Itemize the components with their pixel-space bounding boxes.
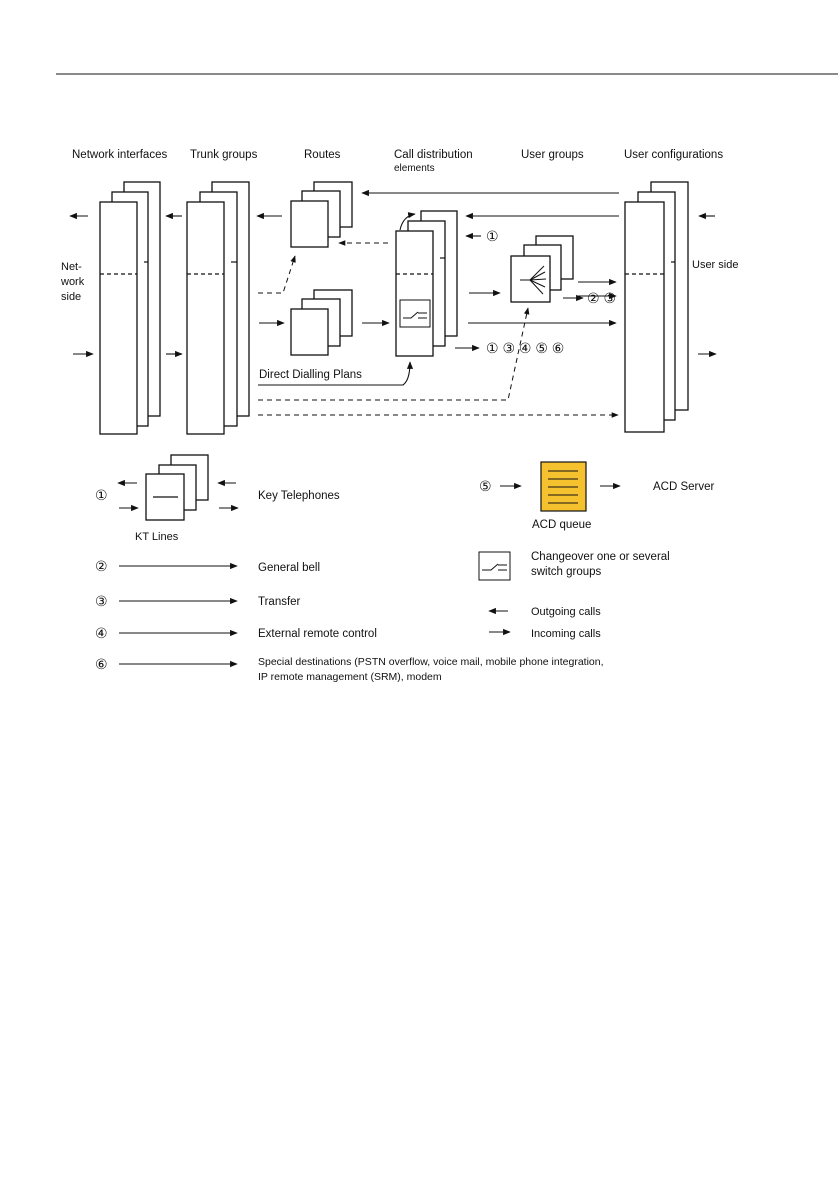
routes-stack-top	[290, 181, 353, 248]
header-user-configurations: User configurations	[624, 149, 723, 161]
user-group-targets-label: ② ③	[587, 290, 616, 306]
header-call-distribution: Call distribution	[394, 149, 473, 161]
arrow-direct-dialling-plans	[258, 361, 414, 386]
call-distribution-stack	[395, 210, 458, 357]
transfer-label: Transfer	[258, 596, 301, 608]
acd-queue-icon	[540, 461, 587, 512]
target-one-label: ①	[486, 228, 499, 244]
header-user-groups: User groups	[521, 149, 584, 161]
transfer-marker: ③	[95, 593, 108, 609]
network-side-label-1: Net-	[61, 261, 82, 273]
trunk-groups-stack	[186, 181, 250, 435]
changeover-icon	[478, 551, 511, 581]
general-bell-label: General bell	[258, 562, 320, 574]
header-call-distribution-elements: elements	[394, 163, 435, 174]
special-destinations-label-2: IP remote management (SRM), modem	[258, 671, 442, 683]
user-group-distribution-symbol	[520, 265, 547, 295]
user-groups-stack	[510, 235, 574, 303]
general-bell-marker: ②	[95, 558, 108, 574]
switch-group-symbol	[399, 299, 431, 328]
user-configurations-stack	[624, 181, 689, 433]
special-destinations-marker: ⑥	[95, 656, 108, 672]
header-routes: Routes	[304, 149, 341, 161]
routes-stack-bottom	[290, 289, 353, 356]
kt-marker: ①	[95, 487, 108, 503]
kt-lines-stack	[145, 454, 209, 521]
acd-server-label: ACD Server	[653, 481, 715, 493]
user-side-label: User side	[692, 259, 738, 271]
network-interfaces-stack	[99, 181, 161, 435]
call-distribution-targets-label: ① ③ ④ ⑤ ⑥	[486, 340, 564, 356]
acd-marker: ⑤	[479, 478, 492, 494]
changeover-label-2: switch groups	[531, 566, 602, 578]
external-remote-control-marker: ④	[95, 625, 108, 641]
changeover-label-1: Changeover one or several	[531, 551, 670, 563]
header-network-interfaces: Network interfaces	[72, 149, 167, 161]
dashed-arrow-trunk-to-routes	[258, 255, 296, 294]
outgoing-calls-label: Outgoing calls	[531, 606, 601, 618]
incoming-calls-label: Incoming calls	[531, 628, 601, 640]
direct-dialling-plans-label: Direct Dialling Plans	[259, 369, 362, 381]
key-telephones-label: Key Telephones	[258, 490, 340, 502]
kt-lines-label: KT Lines	[135, 531, 179, 543]
network-side-label-3: side	[61, 291, 81, 303]
network-side-label-2: work	[60, 276, 85, 288]
acd-queue-label: ACD queue	[532, 519, 591, 531]
external-remote-control-label: External remote control	[258, 628, 377, 640]
special-destinations-label-1: Special destinations (PSTN overflow, voi…	[258, 656, 604, 668]
arrow-call-distribution-top-curve	[399, 212, 416, 231]
header-trunk-groups: Trunk groups	[190, 149, 258, 161]
dashed-arrow-to-user-groups	[258, 307, 530, 401]
